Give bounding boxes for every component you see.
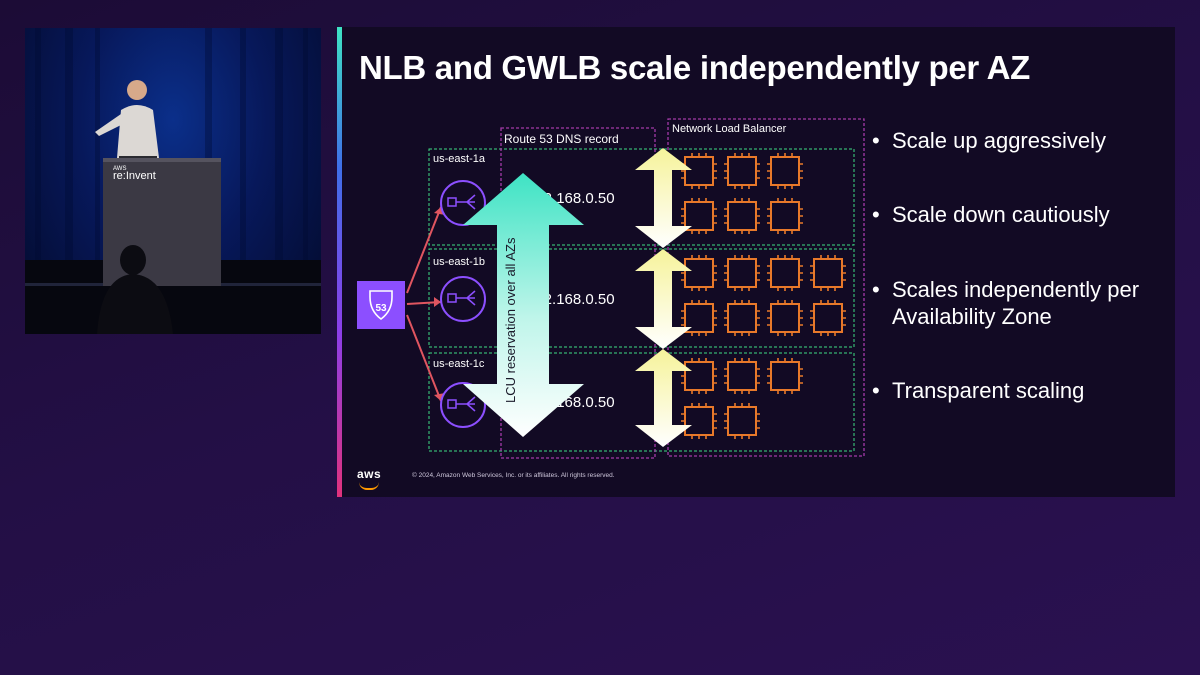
nlb-label: Network Load Balancer: [672, 123, 787, 135]
instance-grid: [681, 153, 846, 439]
instance-chip-icon: [724, 403, 760, 439]
route53-icon: 53: [357, 281, 405, 329]
lcu-reservation-label: LCU reservation over all AZs: [503, 237, 518, 403]
stage-curtain: [35, 28, 308, 268]
aws-logo-smile-icon: [359, 482, 379, 490]
speaker-video-scene: AWS re:Invent: [25, 28, 321, 334]
zone-label-1: us-east-1a: [433, 153, 486, 165]
zone-box-2: [428, 248, 855, 348]
bullet-scale-up: Scale up aggressively: [872, 127, 1175, 154]
instance-chip-icon: [767, 358, 803, 394]
zone-label-3: us-east-1c: [433, 358, 485, 370]
route53-icon-text: 53: [375, 303, 387, 314]
aws-logo: aws: [357, 467, 382, 481]
instance-chip-icon: [724, 300, 760, 336]
instance-chip-icon: [681, 358, 717, 394]
instance-chip-icon: [724, 198, 760, 234]
route53-link-arrowheads: [434, 207, 445, 401]
speaker-video-feed: AWS re:Invent: [25, 28, 321, 334]
route53-record-label: Route 53 DNS record: [504, 132, 619, 146]
instance-chip-icon: [810, 300, 846, 336]
scale-arrow-3: [635, 349, 692, 447]
instance-chip-icon: [681, 153, 717, 189]
gwlb-endpoint-icon-3: [440, 382, 486, 428]
lcu-reservation-arrow: [463, 173, 584, 437]
bullet-transparent-scaling: Transparent scaling: [872, 377, 1175, 404]
instance-chip-icon: [767, 300, 803, 336]
instance-chip-icon: [724, 358, 760, 394]
slide-title: NLB and GWLB scale independently per AZ: [359, 49, 1030, 86]
architecture-diagram: Route 53 DNS record Network Load Balance…: [357, 118, 865, 459]
podium-brand: re:Invent: [113, 170, 156, 182]
scale-arrow-2: [635, 249, 692, 349]
instance-chip-icon: [810, 255, 846, 291]
zone-box-1: [428, 148, 855, 246]
zone-box-3: [428, 352, 855, 452]
gwlb-endpoint-icon-2: [440, 276, 486, 322]
podium-brand-small: AWS: [113, 166, 126, 172]
bullet-scale-down: Scale down cautiously: [872, 201, 1175, 228]
presentation-slide: NLB and GWLB scale independently per AZ …: [337, 27, 1175, 497]
instance-chip-icon: [681, 255, 717, 291]
podium: AWS re:Invent: [103, 158, 221, 286]
scale-arrows: [635, 148, 692, 447]
slide-copyright: © 2024, Amazon Web Services, Inc. or its…: [412, 472, 615, 479]
instance-chip-icon: [681, 198, 717, 234]
instance-chip-icon: [681, 403, 717, 439]
slide-accent-bar: [337, 27, 342, 497]
instance-chip-icon: [681, 300, 717, 336]
instance-chip-icon: [767, 255, 803, 291]
instance-chip-icon: [724, 255, 760, 291]
instance-chip-icon: [724, 153, 760, 189]
zone-label-2: us-east-1b: [433, 256, 485, 268]
scale-arrow-1: [635, 148, 692, 248]
instance-chip-icon: [767, 198, 803, 234]
instance-chip-icon: [767, 153, 803, 189]
presenter: [95, 80, 159, 162]
bullet-scales-independently: Scales independently per Availability Zo…: [872, 276, 1175, 330]
audience-silhouette: [97, 245, 173, 334]
